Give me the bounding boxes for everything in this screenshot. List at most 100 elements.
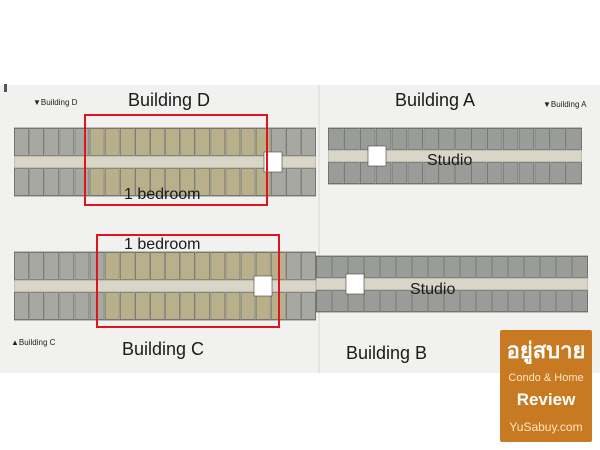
unit-bottom <box>572 290 588 312</box>
unit-bottom <box>135 292 150 320</box>
unit-bottom <box>104 168 120 196</box>
building-a-floor-plan <box>328 122 582 194</box>
unit-bottom <box>391 162 408 184</box>
building-b-floor-plan <box>316 248 588 324</box>
stair-core <box>253 275 273 297</box>
unit-top <box>240 128 256 156</box>
unit-top <box>344 128 360 150</box>
unit-bottom <box>556 290 572 312</box>
unit-top <box>180 128 196 156</box>
unit-top <box>165 128 180 156</box>
unit-top <box>119 252 135 280</box>
unit-bottom <box>59 292 75 320</box>
unit-bottom <box>328 162 344 184</box>
unit-bottom <box>150 292 165 320</box>
unit-bottom <box>210 168 226 196</box>
unit-bottom <box>508 290 524 312</box>
unit-top <box>104 128 120 156</box>
unit-bottom <box>44 292 60 320</box>
unit-top <box>471 128 487 150</box>
unit-top <box>150 128 165 156</box>
unit-top <box>540 256 556 278</box>
unit-bottom <box>534 162 551 184</box>
unit-bottom <box>301 168 316 196</box>
unit-bottom <box>150 168 165 196</box>
unit-top <box>301 252 316 280</box>
unit-top <box>572 256 588 278</box>
unit-top <box>301 128 316 156</box>
unit-top <box>119 128 135 156</box>
unit-bottom <box>285 292 301 320</box>
unit-bottom <box>14 292 29 320</box>
unit-top <box>180 252 196 280</box>
unit-bottom <box>364 290 380 312</box>
unit-top <box>566 128 582 150</box>
logo-review: Review <box>516 390 576 409</box>
unit-bottom <box>89 168 105 196</box>
building-c-title: Building C <box>122 339 205 359</box>
unit-bottom <box>471 162 487 184</box>
unit-bottom <box>165 168 180 196</box>
unit-bottom <box>540 290 556 312</box>
unit-bottom <box>180 168 196 196</box>
logo-url: YuSabuy.com <box>509 420 583 434</box>
building-a-tag: ▼Building A <box>543 100 587 109</box>
unit-top <box>439 128 455 150</box>
unit-top <box>556 256 572 278</box>
unit-bottom <box>225 292 241 320</box>
unit-bottom <box>412 290 428 312</box>
scan-edge-mark <box>4 84 7 92</box>
unit-bottom <box>492 290 508 312</box>
unit-top <box>285 128 301 156</box>
unit-top <box>359 128 376 150</box>
unit-top <box>476 256 492 278</box>
unit-bottom <box>518 162 535 184</box>
unit-top <box>29 252 45 280</box>
one-bedroom-highlight-d <box>84 114 268 206</box>
building-d-floor-plan <box>14 112 316 208</box>
page-gutter <box>318 85 320 373</box>
building-a-title: Building A <box>395 90 476 110</box>
corridor <box>14 155 316 169</box>
building-b-title: Building B <box>346 343 428 363</box>
building-c-tag: ▲Building C <box>11 338 56 347</box>
unit-bottom <box>180 292 196 320</box>
unit-top <box>44 128 60 156</box>
unit-bottom <box>195 292 211 320</box>
unit-top <box>396 256 412 278</box>
corridor <box>316 277 588 291</box>
unit-top <box>59 252 75 280</box>
corridor <box>328 149 582 163</box>
triangle-up-icon: ▲ <box>11 338 19 347</box>
building-c-floor-plan <box>14 238 316 334</box>
unit-top <box>29 128 45 156</box>
unit-bottom <box>359 162 376 184</box>
unit-top <box>455 128 471 150</box>
studio-label-b: Studio <box>410 281 456 298</box>
stair-core <box>367 145 387 167</box>
unit-bottom <box>486 162 503 184</box>
triangle-down-icon: ▼ <box>543 100 551 109</box>
unit-top <box>502 128 519 150</box>
unit-top <box>74 252 90 280</box>
unit-top <box>225 128 241 156</box>
unit-bottom <box>460 290 476 312</box>
unit-bottom <box>301 292 316 320</box>
unit-bottom <box>165 292 180 320</box>
unit-bottom <box>59 168 75 196</box>
unit-top <box>332 256 348 278</box>
building-d-tag: ▼Building D <box>33 98 78 107</box>
unit-bottom <box>316 290 332 312</box>
unit-top <box>225 252 241 280</box>
unit-top <box>210 128 226 156</box>
unit-top <box>380 256 396 278</box>
unit-top <box>316 256 332 278</box>
unit-top <box>550 128 566 150</box>
unit-bottom <box>270 168 286 196</box>
unit-bottom <box>104 292 120 320</box>
unit-bottom <box>74 292 90 320</box>
unit-top <box>135 128 150 156</box>
unit-bottom <box>439 162 455 184</box>
unit-top <box>534 128 551 150</box>
unit-bottom <box>407 162 424 184</box>
